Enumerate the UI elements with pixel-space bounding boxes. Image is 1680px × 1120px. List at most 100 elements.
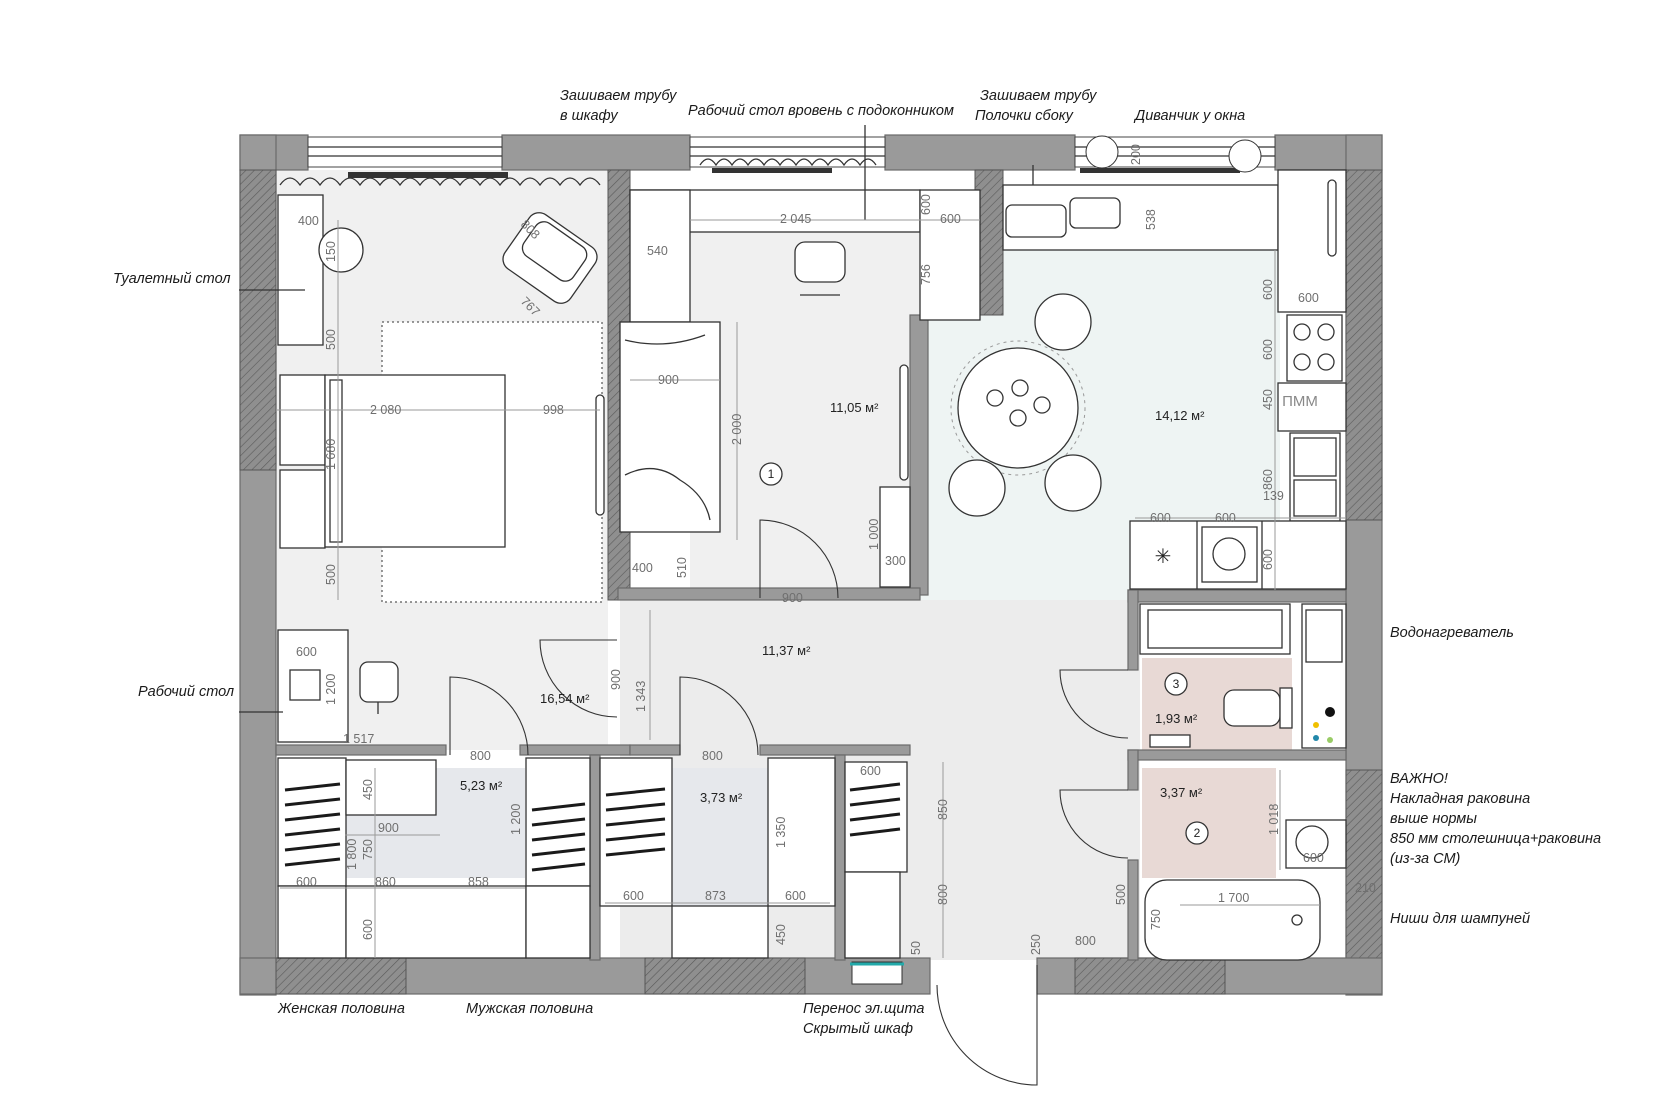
dim-600i: 600 bbox=[296, 875, 317, 889]
note-important-4: 850 мм столешница+раковина bbox=[1390, 831, 1601, 847]
dim-750a: 750 bbox=[361, 839, 375, 860]
study-chair bbox=[794, 241, 846, 296]
note-panel-2: Скрытый шкаф bbox=[803, 1021, 913, 1037]
dim-510: 510 bbox=[675, 557, 689, 578]
note-important-3: выше нормы bbox=[1390, 811, 1477, 827]
note-important-5: (из-за СМ) bbox=[1390, 851, 1460, 867]
floor-wardrobe-m bbox=[672, 768, 768, 906]
dim-850: 850 bbox=[936, 799, 950, 820]
room-number-1: 1 bbox=[768, 467, 775, 481]
dim-600n: 600 bbox=[1303, 851, 1324, 865]
dim-1343: 1 343 bbox=[634, 681, 648, 712]
dim-860b: 860 bbox=[375, 875, 396, 889]
dim-750b: 750 bbox=[1149, 909, 1163, 930]
dim-600m: 600 bbox=[860, 764, 881, 778]
hob bbox=[1286, 314, 1343, 382]
area-wardrobe-w: 5,23 м² bbox=[460, 778, 503, 793]
note-pipe-closet-2: в шкафу bbox=[560, 108, 618, 124]
dimension-labels: 400 150 808 767 500 2 080 998 1 680 500 … bbox=[296, 144, 1376, 955]
room-1-marker bbox=[759, 462, 783, 486]
snowflake-icon: ✳ bbox=[1155, 546, 1172, 568]
note-desk-sill: Рабочий стол вровень с подоконником bbox=[688, 103, 954, 119]
note-shampoo: Ниши для шампуней bbox=[1390, 911, 1530, 927]
dim-873: 873 bbox=[705, 889, 726, 903]
dim-600g: 600 bbox=[1150, 511, 1171, 525]
study-shelf bbox=[879, 486, 911, 588]
dim-998: 998 bbox=[543, 403, 564, 417]
doors bbox=[449, 519, 1129, 1086]
dining-chair-3 bbox=[1044, 454, 1102, 512]
dim-800a: 800 bbox=[470, 749, 491, 763]
dim-538: 538 bbox=[1144, 209, 1158, 230]
walls bbox=[239, 134, 1383, 996]
bathtub bbox=[1144, 879, 1321, 961]
dim-900d: 900 bbox=[378, 821, 399, 835]
room-number-3: 3 bbox=[1173, 677, 1180, 691]
dim-540: 540 bbox=[647, 244, 668, 258]
note-important-2: Накладная раковина bbox=[1390, 791, 1530, 807]
area-wardrobe-m: 3,73 м² bbox=[700, 790, 743, 805]
dim-2000: 2 000 bbox=[730, 414, 744, 445]
desk-chair bbox=[359, 661, 399, 714]
dim-1517: 1 517 bbox=[343, 732, 374, 746]
dim-600h: 600 bbox=[1215, 511, 1236, 525]
dim-1700: 1 700 bbox=[1218, 891, 1249, 905]
dim-800d: 800 bbox=[1075, 934, 1096, 948]
dim-450c: 450 bbox=[774, 924, 788, 945]
armchair bbox=[502, 212, 598, 304]
note-work-desk: Рабочий стол bbox=[138, 684, 234, 700]
note-pipe-shelves-1: Зашиваем трубу bbox=[980, 88, 1097, 104]
dim-600d: 600 bbox=[1298, 291, 1319, 305]
dim-500b: 500 bbox=[324, 564, 338, 585]
water-heater bbox=[1301, 603, 1347, 749]
dim-210: 210 bbox=[1355, 881, 1376, 895]
dim-400b: 400 bbox=[632, 561, 653, 575]
note-dressing-table: Туалетный стол bbox=[113, 271, 231, 287]
dining-chair-2 bbox=[948, 459, 1006, 517]
area-bath: 3,37 м² bbox=[1160, 785, 1203, 800]
dim-600k: 600 bbox=[623, 889, 644, 903]
toilet bbox=[1223, 689, 1281, 727]
dim-1800: 1 800 bbox=[345, 839, 359, 870]
note-panel-1: Перенос эл.щита bbox=[803, 1001, 924, 1017]
room-number-2: 2 bbox=[1194, 826, 1201, 840]
dim-1000: 1 000 bbox=[867, 519, 881, 550]
hanger-rails bbox=[284, 782, 901, 872]
note-pipe-closet-1: Зашиваем трубу bbox=[560, 88, 677, 104]
wet-rooms: 3 2 bbox=[1139, 603, 1347, 961]
electrical-panel bbox=[851, 961, 903, 985]
dim-600j: 600 bbox=[361, 919, 375, 940]
dim-600o: 600 bbox=[1261, 549, 1275, 570]
note-men: Мужская половина bbox=[466, 1001, 593, 1017]
dim-250: 250 bbox=[1029, 934, 1043, 955]
note-women: Женская половина bbox=[277, 1001, 405, 1017]
dim-500: 500 bbox=[324, 329, 338, 350]
dim-800b: 800 bbox=[702, 749, 723, 763]
washer-icon bbox=[1201, 526, 1258, 583]
dim-1200b: 1 200 bbox=[509, 804, 523, 835]
dining-chair-1 bbox=[1034, 293, 1092, 351]
wc-sink bbox=[1149, 734, 1191, 748]
dim-600a: 600 bbox=[296, 645, 317, 659]
dim-900b: 900 bbox=[782, 591, 803, 605]
sink-kitchen bbox=[1289, 432, 1341, 522]
dim-139: 139 bbox=[1263, 489, 1284, 503]
bedroom-furniture bbox=[277, 194, 605, 743]
bed bbox=[324, 374, 506, 548]
note-water-heater: Водонагреватель bbox=[1390, 625, 1514, 641]
area-labels: 16,54 м² 11,05 м² 14,12 м² 11,37 м² 1,93… bbox=[460, 400, 1205, 805]
bedside-bottom bbox=[279, 469, 326, 549]
floor-bath bbox=[1142, 768, 1276, 878]
study-furniture: 1 bbox=[619, 189, 981, 588]
dressing-table bbox=[277, 194, 324, 346]
daybed bbox=[619, 321, 721, 533]
dim-1350: 1 350 bbox=[774, 817, 788, 848]
dim-50: 50 bbox=[909, 941, 923, 955]
study-mirror bbox=[899, 364, 909, 481]
kitchen-furniture: ✳ ПММ bbox=[948, 135, 1347, 590]
bedside-top bbox=[279, 374, 326, 466]
wardrobes bbox=[277, 757, 908, 985]
dim-600f: 600 bbox=[1261, 339, 1275, 360]
note-pipe-shelves-2: Полочки сбоку bbox=[975, 108, 1074, 124]
side-table bbox=[318, 227, 364, 273]
